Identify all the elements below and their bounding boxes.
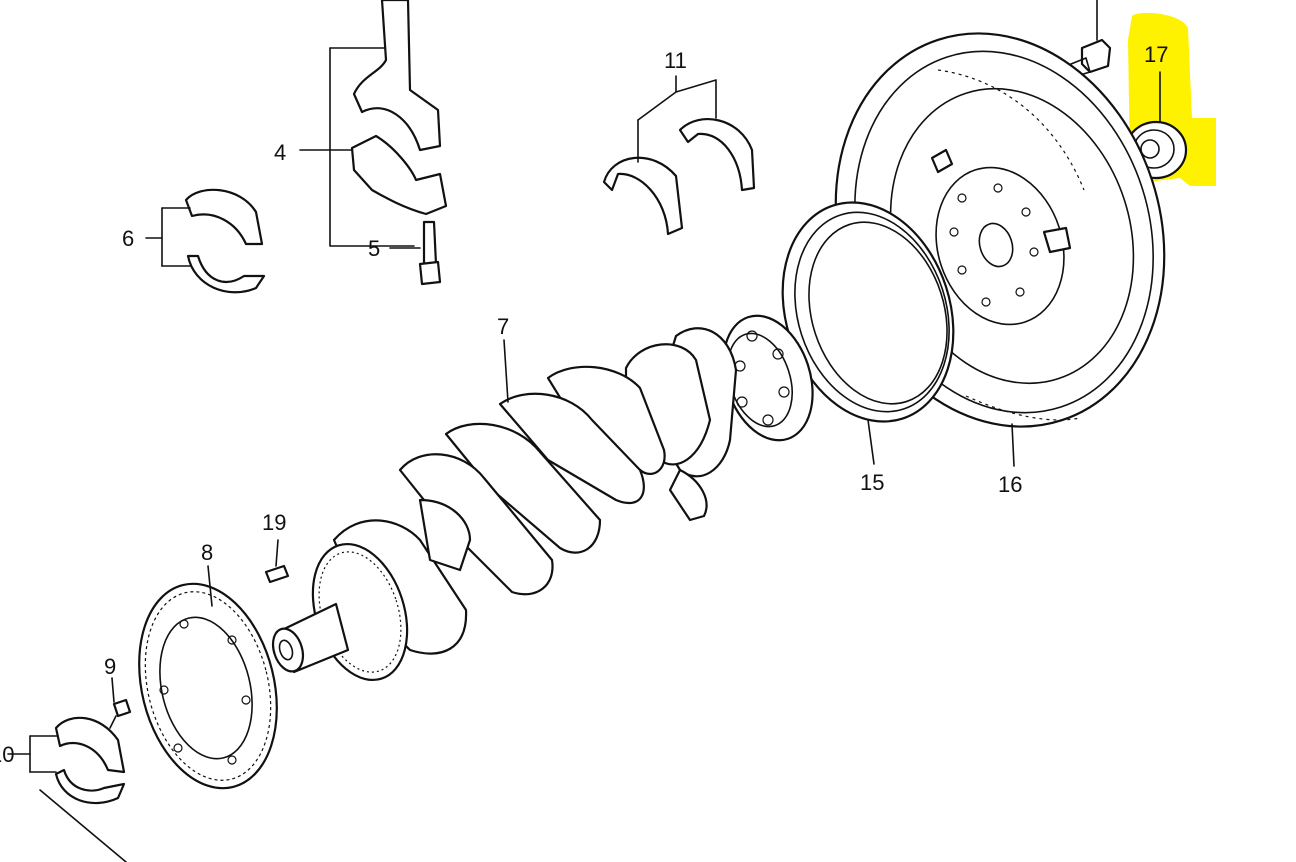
flywheel-bolt: [1065, 0, 1112, 79]
callout-4: 4: [274, 140, 286, 165]
callout-10: 10: [0, 742, 14, 767]
crankshaft: [271, 314, 814, 682]
main-bearing-shells: [184, 188, 266, 294]
callout-labels: 4 5 6 7 8 9 10 11 15 16 17 19: [0, 42, 1168, 767]
thrust-washers: [602, 118, 756, 236]
main-bearing-lower: [54, 716, 126, 805]
crank-key: [264, 564, 290, 584]
callout-15: 15: [860, 470, 884, 495]
crank-sensor-ring: [138, 582, 278, 790]
callout-7: 7: [497, 314, 509, 339]
sensor-ring-screw: [109, 698, 132, 729]
callout-5: 5: [368, 236, 380, 261]
callout-8: 8: [201, 540, 213, 565]
rod-bolt: [418, 220, 442, 286]
connecting-rod: [350, 0, 448, 216]
callout-17: 17: [1144, 42, 1168, 67]
callout-19: 19: [262, 510, 286, 535]
callout-11: 11: [664, 48, 687, 73]
callout-6: 6: [122, 226, 134, 251]
leader-lines: [7, 47, 1161, 862]
callout-9: 9: [104, 654, 116, 679]
callout-16: 16: [998, 472, 1022, 497]
